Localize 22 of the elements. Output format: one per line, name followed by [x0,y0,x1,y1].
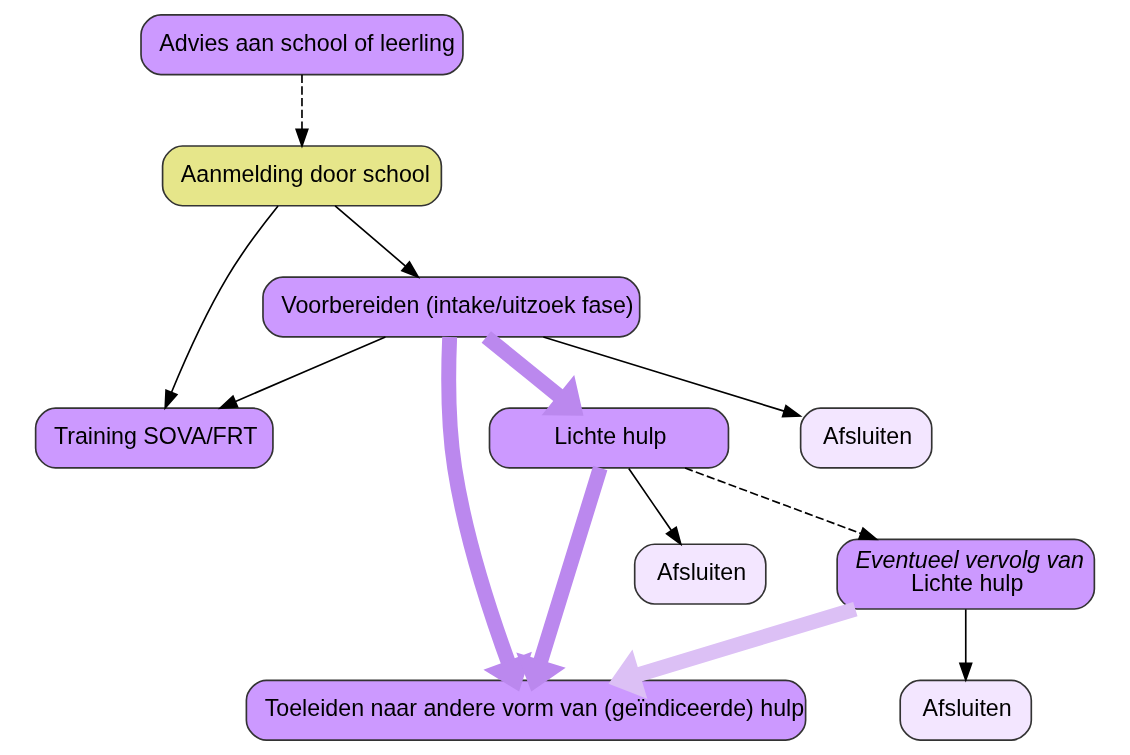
arrow [516,465,608,692]
node-box: Eventueel vervolg van Lichte hulp [836,538,1096,610]
arrow [164,205,279,411]
arrow [627,467,683,547]
arrow [684,467,879,541]
node-box: Voorbereiden (intake/uitzoek fase) [262,276,641,338]
arrow [481,331,584,416]
node-box: Toeleiden naar andere vorm van (geïndiceerde) hulp [245,679,807,741]
arrow [334,205,421,279]
arrow [958,608,973,683]
arrow [217,336,387,410]
node-box: Lichte hulp [488,407,730,469]
arrow [608,602,858,699]
arrow [441,336,532,692]
node-box: Advies aan school of leerling [140,14,464,76]
node-box: Afsluiten [633,543,767,605]
arrow [542,336,803,418]
node-box: Training SOVA/FRT [34,407,274,469]
node-box: Aanmelding door school [161,145,443,207]
arrow [295,73,309,149]
node-box: Afsluiten [899,679,1033,741]
node-box: Afsluiten [799,407,933,469]
